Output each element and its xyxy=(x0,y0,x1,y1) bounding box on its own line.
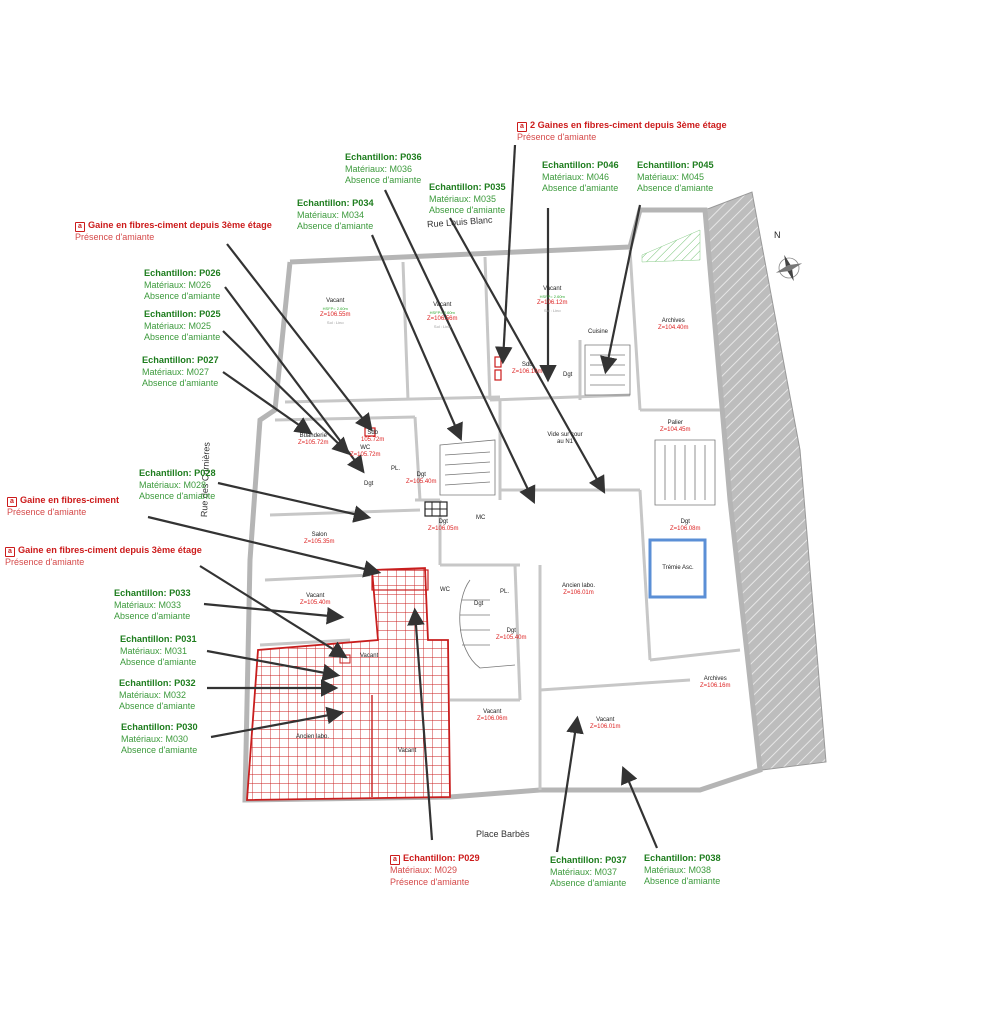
room-dgt-s: Dgt xyxy=(474,601,484,607)
leader-arrow-p027 xyxy=(222,371,313,435)
leader-arrow-gaine-left2 xyxy=(147,515,382,578)
leader-arrow-p033 xyxy=(203,602,345,625)
stairs xyxy=(439,344,716,669)
building-outline xyxy=(242,207,763,803)
leader-arrow-p028 xyxy=(217,481,372,523)
elevator-shaft xyxy=(648,538,707,599)
room-vacant-sw2: Vacant xyxy=(398,748,417,754)
leader-arrow-p045 xyxy=(600,204,642,375)
green-hatched-area xyxy=(641,229,701,263)
room-dgt-ne: Dgt xyxy=(563,372,573,378)
room-mc: MC xyxy=(476,515,486,521)
leader-arrow-p036 xyxy=(384,189,536,504)
leader-arrow-p035 xyxy=(449,217,606,494)
asbestos-warning-icon: a xyxy=(517,122,527,132)
room-dgt-w: Dgt xyxy=(364,481,374,487)
street-south: Place Barbès xyxy=(476,829,530,839)
room-tremie: Trémie Asc. xyxy=(662,565,694,571)
room-ancien-labo: Ancien labo.Z=106.01m xyxy=(562,583,596,596)
room-vacant-sw: Vacant xyxy=(360,653,379,659)
leader-arrow-p037 xyxy=(555,715,584,853)
leader-arrow-p029 xyxy=(407,607,434,841)
leader-arrow-gaine-left1 xyxy=(226,243,373,432)
room-pl-s: PL. xyxy=(500,589,510,595)
arrows xyxy=(147,144,659,853)
compass-icon: N xyxy=(774,230,803,282)
leader-arrow-p030 xyxy=(210,706,345,739)
asbestos-warning-icon: a xyxy=(7,497,17,507)
room-vide: Vide sur cour au N1 xyxy=(547,432,583,445)
asbestos-warning-icon: a xyxy=(75,222,85,232)
landing-grid xyxy=(425,502,447,516)
leader-arrow-p025 xyxy=(222,330,351,456)
room-pl-w: PL. xyxy=(391,466,401,472)
leader-arrow-p031 xyxy=(206,649,341,682)
asbestos-warning-icon: a xyxy=(390,855,400,865)
leader-arrow-p038 xyxy=(621,765,659,849)
svg-text:N: N xyxy=(774,230,781,240)
room-cuisine: Cuisine xyxy=(588,329,609,335)
room-wc-s: WC xyxy=(440,587,450,593)
room-ancien-labo-sw: Ancien labo. xyxy=(296,734,330,740)
asbestos-warning-icon: a xyxy=(5,547,15,557)
leader-arrow-p034 xyxy=(370,234,463,442)
leader-arrow-gaine-top xyxy=(494,144,517,365)
